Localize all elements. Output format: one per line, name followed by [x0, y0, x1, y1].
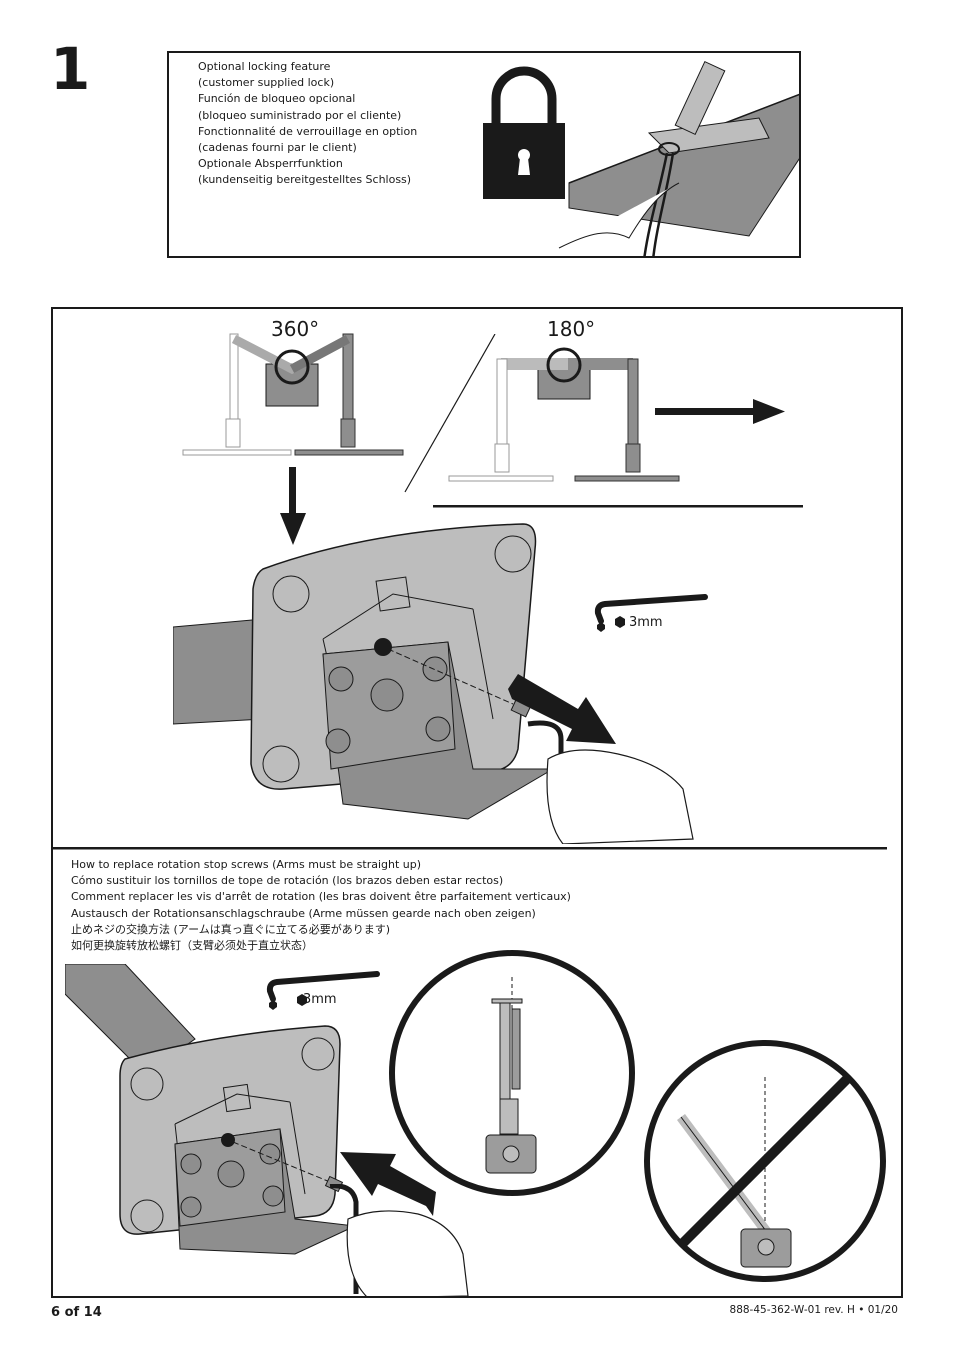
rotation-360-label: 360° [271, 317, 320, 341]
lock-line: Optional locking feature [198, 60, 331, 73]
hex-key-icon [594, 594, 708, 632]
hex-key-size-label: 3mm [303, 992, 337, 1007]
hex-key-size-label: 3mm [629, 615, 663, 630]
correct-orientation-illustration [389, 950, 635, 1196]
lock-line: (cadenas fourni par le client) [198, 141, 357, 155]
instructions-text: How to replace rotation stop screws (Arm… [71, 857, 571, 954]
instruction-line: Comment replacer les vis d'arrêt de rota… [71, 890, 571, 904]
instruction-line: How to replace rotation stop screws (Arm… [71, 858, 422, 871]
incorrect-orientation-prohibited-icon [644, 1040, 886, 1282]
instruction-line: 止めネジの交換方法 (アームは真っ直ぐに立てる必要があります) [71, 922, 391, 936]
instruction-line: Cómo sustituir los tornillos de tope de … [71, 874, 504, 888]
section-separator [53, 847, 887, 850]
insert-arrow-icon [340, 1152, 436, 1216]
hex-key-icon [266, 971, 380, 1010]
instruction-line: Austausch der Rotationsanschlagschraube … [71, 906, 536, 920]
rotation-stop-panel: 360° 180° [51, 307, 903, 1298]
section-divider [433, 505, 803, 508]
lock-line: Fonctionnalité de verrouillage en option [198, 124, 418, 138]
lock-line: Función de bloqueo opcional [198, 92, 356, 106]
mount-back-plate-illustration [173, 523, 555, 820]
locking-feature-panel: Optional locking feature (customer suppl… [167, 51, 801, 258]
lock-line: (bloqueo suministrado por el cliente) [198, 108, 402, 122]
right-arrow-icon [655, 399, 785, 424]
page-number: 6 of 14 [51, 1305, 102, 1320]
hand-with-hex-key-illustration [329, 1184, 469, 1296]
desk-clamp-illustration [558, 60, 799, 256]
step-number: 1 [50, 35, 91, 103]
locking-feature-text: Optional locking feature (customer suppl… [198, 59, 417, 189]
rotation-180-label: 180° [547, 317, 596, 341]
arm-180-illustration [448, 347, 680, 482]
down-arrow-icon [280, 467, 306, 545]
document-id: 888-45-362-W-01 rev. H • 01/20 [729, 1304, 898, 1316]
lock-line: (customer supplied lock) [198, 76, 335, 90]
lock-line: (kundenseitig bereitgestelltes Schloss) [198, 173, 412, 187]
arm-360-illustration [182, 333, 404, 456]
mount-back-plate-illustration [65, 964, 357, 1255]
hand-with-hex-key-illustration [527, 720, 694, 844]
padlock-icon [483, 66, 565, 199]
instruction-line: 如何更换旋转放松螺钉（支臂必须处于直立状态） [71, 939, 313, 953]
pull-arrow-icon [508, 674, 616, 744]
lock-line: Optionale Absperrfunktion [198, 157, 343, 171]
divider-diagonal [404, 334, 496, 493]
